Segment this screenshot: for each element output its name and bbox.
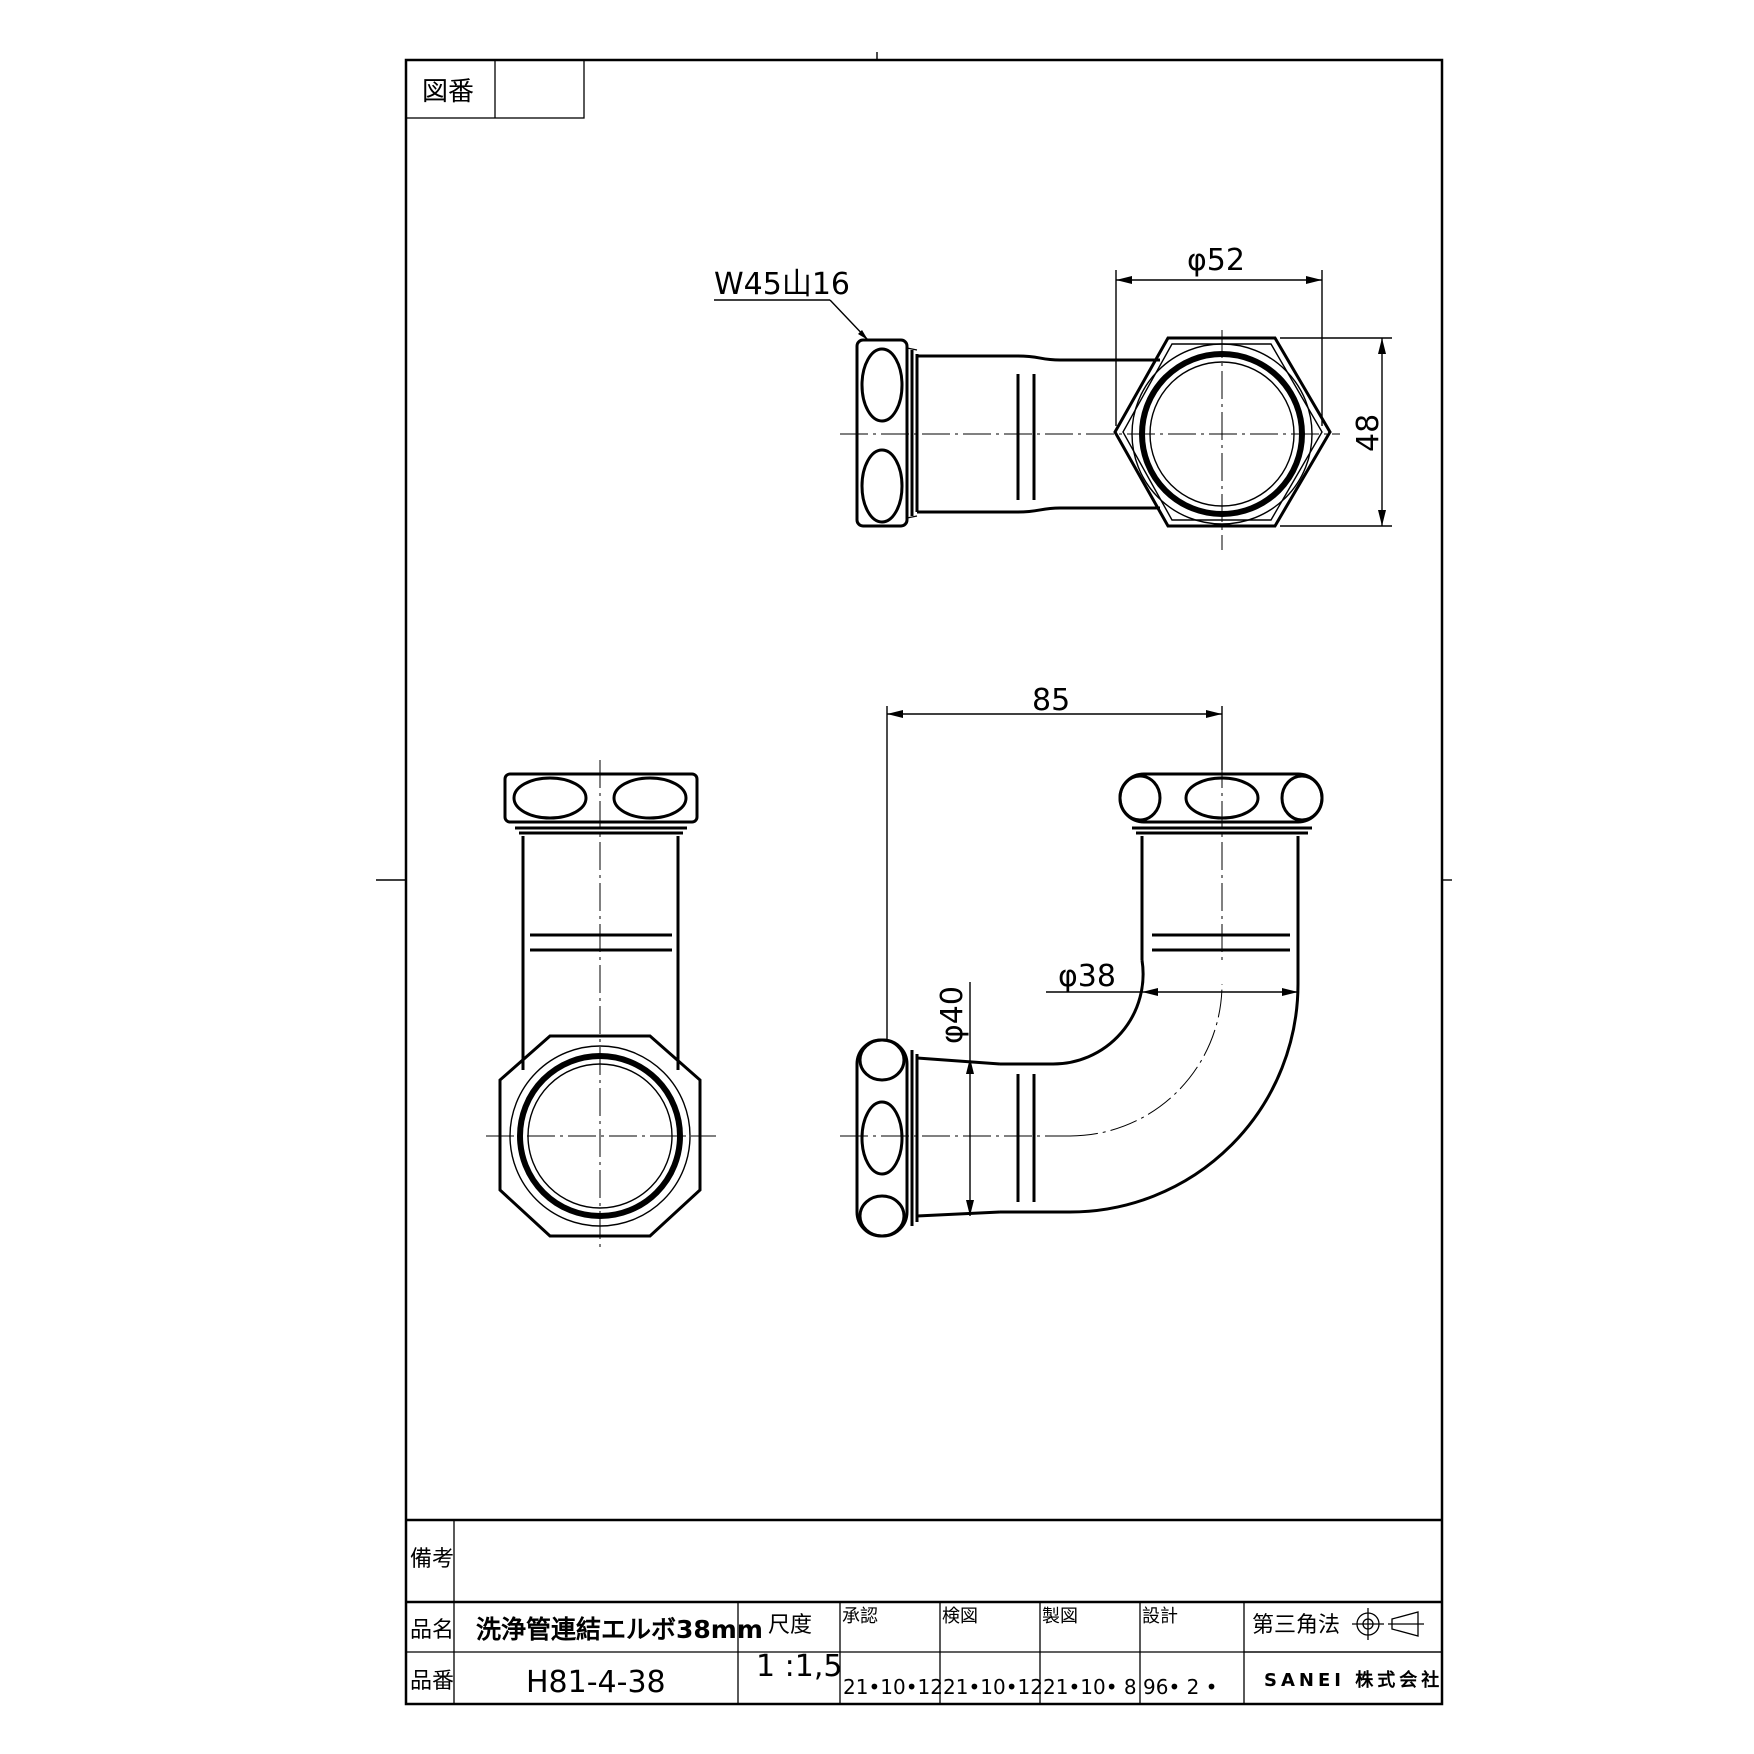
front-view bbox=[840, 760, 1324, 1238]
name-value: 洗浄管連結エルボ38mm bbox=[476, 1615, 763, 1644]
third-angle-projection-icon bbox=[1352, 1608, 1424, 1640]
projection-label: 第三角法 bbox=[1252, 1613, 1340, 1638]
dimension-hex-flat: 48 bbox=[1280, 337, 1392, 527]
number-label: 品番 bbox=[410, 1669, 454, 1694]
drawing-number-label: 図番 bbox=[422, 77, 474, 107]
dim-hex-flat-text: 48 bbox=[1351, 414, 1386, 452]
dimension-length: 85 bbox=[886, 683, 1223, 1040]
dim-length-text: 85 bbox=[1032, 683, 1070, 718]
drawing-number-box: 図番 bbox=[405, 59, 585, 119]
name-label: 品名 bbox=[410, 1618, 454, 1643]
approve-label: 承認 bbox=[842, 1606, 878, 1627]
dim-pipe-inner-text: φ38 bbox=[1058, 959, 1116, 994]
remarks-label: 備考 bbox=[410, 1547, 454, 1572]
scale-value: 1 :1,5 bbox=[756, 1649, 842, 1684]
draw-date: 21•10• 8 bbox=[1043, 1675, 1137, 1699]
dimension-pipe-outer: φ40 bbox=[935, 982, 974, 1216]
design-label: 設計 bbox=[1142, 1606, 1178, 1627]
design-date: 96• 2 • bbox=[1143, 1675, 1217, 1699]
check-date: 21•10•12 bbox=[943, 1675, 1043, 1699]
scale-label: 尺度 bbox=[768, 1613, 812, 1638]
approve-date: 21•10•12 bbox=[843, 1675, 943, 1699]
dimension-hex-across: φ52 bbox=[1115, 243, 1323, 426]
dim-pipe-outer-text: φ40 bbox=[935, 986, 970, 1044]
dimension-pipe-inner: φ38 bbox=[1046, 959, 1298, 996]
check-label: 検図 bbox=[942, 1606, 978, 1627]
title-block: 備考 品名 洗浄管連結エルボ38mm 品番 H81-4-38 尺度 1 :1,5… bbox=[406, 1518, 1443, 1704]
draw-label: 製図 bbox=[1042, 1606, 1078, 1627]
dimension-thread: W45山16 bbox=[714, 267, 869, 341]
side-view bbox=[486, 760, 716, 1250]
dim-hex-across-text: φ52 bbox=[1187, 243, 1245, 278]
sheet-frame bbox=[404, 58, 1444, 1706]
number-value: H81-4-38 bbox=[526, 1665, 666, 1700]
top-view bbox=[840, 330, 1340, 550]
company-name: SANEI 株式会社 bbox=[1264, 1669, 1443, 1691]
dim-thread-text: W45山16 bbox=[714, 267, 850, 302]
